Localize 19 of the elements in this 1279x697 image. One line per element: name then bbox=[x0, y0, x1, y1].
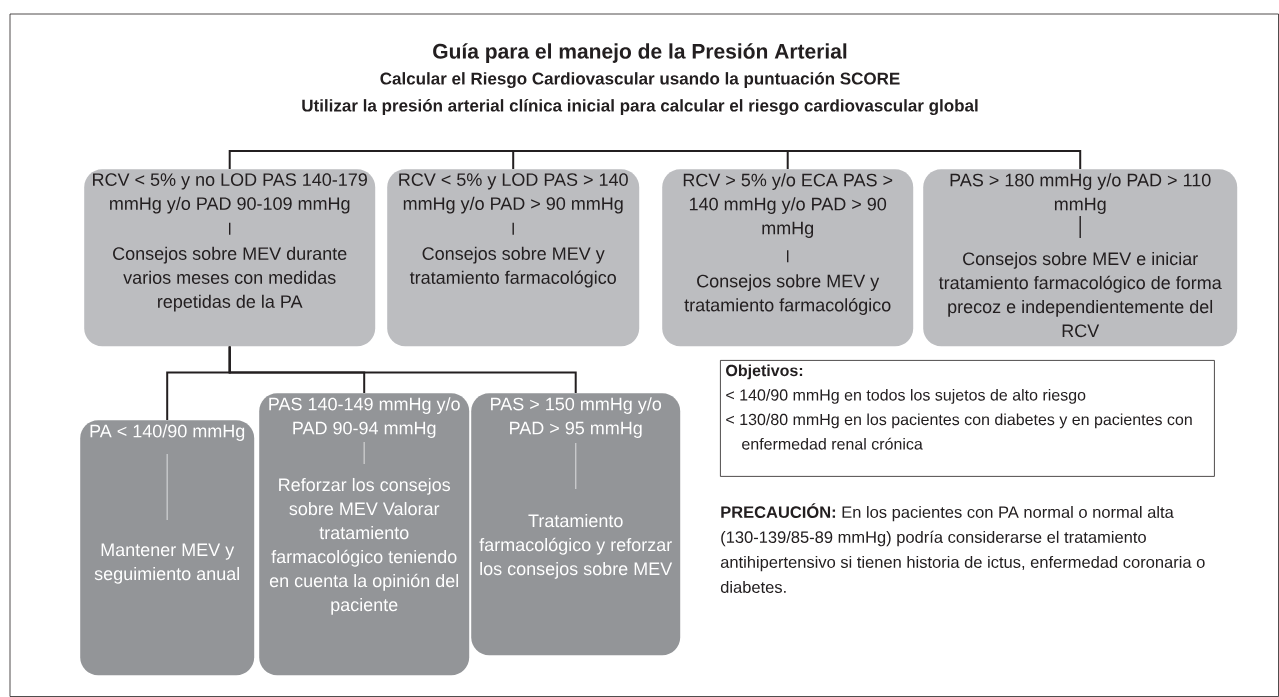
condition-box: RCV < 5% y LOD PAS > 140 mmHg y/o PAD > 90 mmHg Consejos sobre MEV y tratamiento farmacológico bbox=[387, 169, 640, 347]
connector-line bbox=[639, 150, 1082, 170]
outcome-box: PA < 140/90 mmHg Mantener MEV y seguimiento anual bbox=[80, 420, 255, 676]
connector-line bbox=[228, 345, 577, 394]
connector-line bbox=[512, 150, 641, 170]
outcome-box: PAS 140-149 mmHg y/o PAD 90-94 mmHg Reforzar los consejos sobre MEV Valorar tratamiento farmacológico teniendo en cuenta la opinión del paciente bbox=[259, 393, 470, 676]
objectives-box: Objetivos: < 140/90 mmHg en todos los sujetos de alto riesgo < 130/80 mmHg en los pacientes con diabetes y en pacientes con enfermedad renal crónica bbox=[720, 360, 1215, 477]
outcome-box: PAS > 150 mmHg y/o PAD > 95 mmHg Tratamiento farmacológico y reforzar los consejos sobre MEV bbox=[471, 393, 681, 656]
condition-box: RCV > 5% y/o ECA PAS > 140 mmHg y/o PAD > 90 mmHg Consejos sobre MEV y tratamiento farmacológico bbox=[662, 169, 914, 347]
subtitle: Calcular el Riesgo Cardiovascular usando la puntuación SCORE bbox=[380, 71, 900, 89]
note: PRECAUCIÓN: En los pacientes con PA normal o normal alta (130-139/85-89 mmHg) podría considerarse el tratamiento antihipertensivo si tienen historia de ictus, enfermedad coronaria o diabetes. bbox=[720, 503, 1205, 593]
node-label: Reforzar los consejos sobre MEV Valorar tratamiento farmacológico teniendo en cuenta la opinión del paciente bbox=[269, 477, 459, 615]
subtitle: Utilizar la presión arterial clínica inicial para calcular el riesgo cardiovascular global bbox=[302, 98, 978, 116]
title: Guía para el manejo de la Presión Arterial bbox=[433, 43, 847, 63]
condition-box: PAS > 180 mmHg y/o PAD > 110 mmHg Consejos sobre MEV e iniciar tratamiento farmacológico de forma precoz e independientemente del RCV bbox=[923, 169, 1238, 347]
node-label: PAS > 150 mmHg y/o PAD > 95 mmHg bbox=[491, 397, 662, 438]
condition-box: RCV < 5% y no LOD PAS 140-179 mmHg y/o PAD 90-109 mmHg Consejos sobre MEV durante varios meses con medidas repetidas de la PA bbox=[84, 169, 376, 347]
node-label: PAS 140-149 mmHg y/o PAD 90-94 mmHg bbox=[269, 397, 460, 438]
node-label: Tratamiento farmacológico y reforzar los consejos sobre MEV bbox=[479, 513, 673, 579]
